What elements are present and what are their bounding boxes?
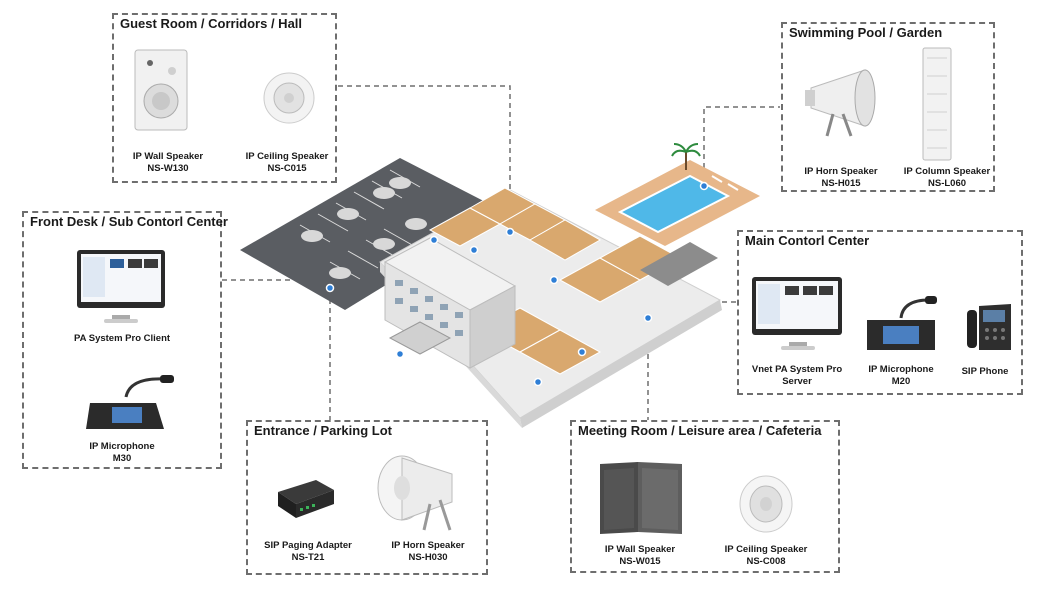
zone-entrance-parking: Entrance / Parking Lot SIP Paging Adapte… bbox=[246, 420, 488, 575]
speaker-location-markers bbox=[325, 181, 709, 387]
parked-cars bbox=[301, 177, 427, 279]
pool-connector bbox=[703, 106, 780, 186]
zone-title: Swimming Pool / Garden bbox=[789, 25, 943, 40]
zone-meeting-room: Meeting Room / Leisure area / Cafeteria … bbox=[570, 420, 840, 573]
entrance-canopy bbox=[388, 321, 452, 355]
zone-title: Entrance / Parking Lot bbox=[254, 423, 392, 438]
zone-title: Meeting Room / Leisure area / Cafeteria bbox=[578, 423, 822, 438]
horn-speaker-icon bbox=[377, 455, 453, 531]
zone-guest-room: Guest Room / Corridors / Hall IP Wall Sp… bbox=[112, 13, 337, 183]
zone-title: Main Contorl Center bbox=[745, 233, 870, 248]
swimming-pool bbox=[617, 174, 731, 234]
sip-phone-icon bbox=[967, 304, 1011, 350]
monitor-icon bbox=[752, 277, 842, 350]
wall-speaker-icon bbox=[134, 49, 188, 131]
device-caption: SIP Phone bbox=[961, 366, 1009, 377]
microphone-console-icon bbox=[86, 375, 174, 429]
control-room bbox=[640, 242, 718, 286]
horn-speaker-icon bbox=[805, 69, 876, 137]
ceiling-speaker-icon bbox=[263, 72, 315, 124]
ceiling-speaker-icon bbox=[739, 475, 793, 533]
palm-tree-icon bbox=[671, 143, 701, 170]
microphone-console-icon bbox=[867, 296, 937, 350]
wall-speaker-icon bbox=[600, 462, 682, 534]
device-caption: PA System Pro Client bbox=[73, 333, 171, 344]
zone-front-desk: Front Desk / Sub Contorl Center PA Syste… bbox=[22, 211, 228, 469]
zone-title: Front Desk / Sub Contorl Center bbox=[30, 214, 228, 229]
zone-title: Guest Room / Corridors / Hall bbox=[120, 16, 303, 31]
column-speaker-icon bbox=[922, 47, 952, 161]
parking-lot bbox=[240, 158, 505, 310]
monitor-icon bbox=[77, 250, 165, 323]
guest-connector bbox=[338, 85, 511, 232]
paging-adapter-icon bbox=[278, 480, 334, 518]
